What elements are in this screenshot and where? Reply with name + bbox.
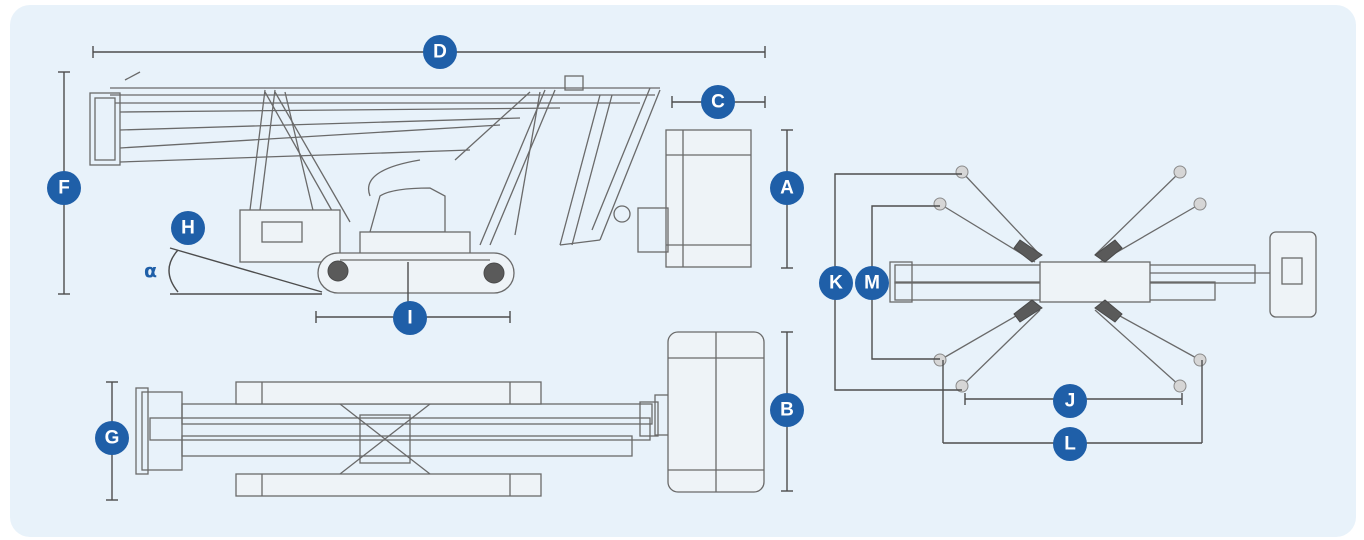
label-badge-f: F	[47, 171, 81, 205]
svg-text:J: J	[1065, 391, 1076, 412]
svg-text:A: A	[780, 178, 794, 199]
label-badge-k: K	[819, 266, 853, 300]
label-badge-c: C	[701, 85, 735, 119]
svg-text:M: M	[864, 273, 880, 294]
svg-text:G: G	[105, 428, 120, 449]
label-badge-j: J	[1053, 384, 1087, 418]
label-badge-b: B	[770, 393, 804, 427]
label-badge-i: I	[393, 301, 427, 335]
svg-text:L: L	[1064, 434, 1076, 455]
svg-text:F: F	[58, 178, 70, 199]
label-badge-m: M	[855, 266, 889, 300]
outrigger-view-machine	[889, 165, 1317, 393]
svg-text:H: H	[181, 218, 195, 239]
svg-text:K: K	[829, 273, 843, 294]
top-view-machine	[135, 331, 765, 497]
angle-alpha-label: α	[144, 260, 157, 282]
label-badge-h: H	[171, 211, 205, 245]
label-badge-a: A	[770, 171, 804, 205]
label-badge-d: D	[423, 35, 457, 69]
svg-text:C: C	[711, 92, 725, 113]
side-view-machine	[89, 71, 752, 294]
svg-text:I: I	[407, 308, 412, 329]
svg-text:B: B	[780, 400, 794, 421]
svg-text:D: D	[433, 42, 447, 63]
dimension-lines	[58, 46, 1203, 501]
label-badge-l: L	[1053, 427, 1087, 461]
label-badge-g: G	[95, 421, 129, 455]
